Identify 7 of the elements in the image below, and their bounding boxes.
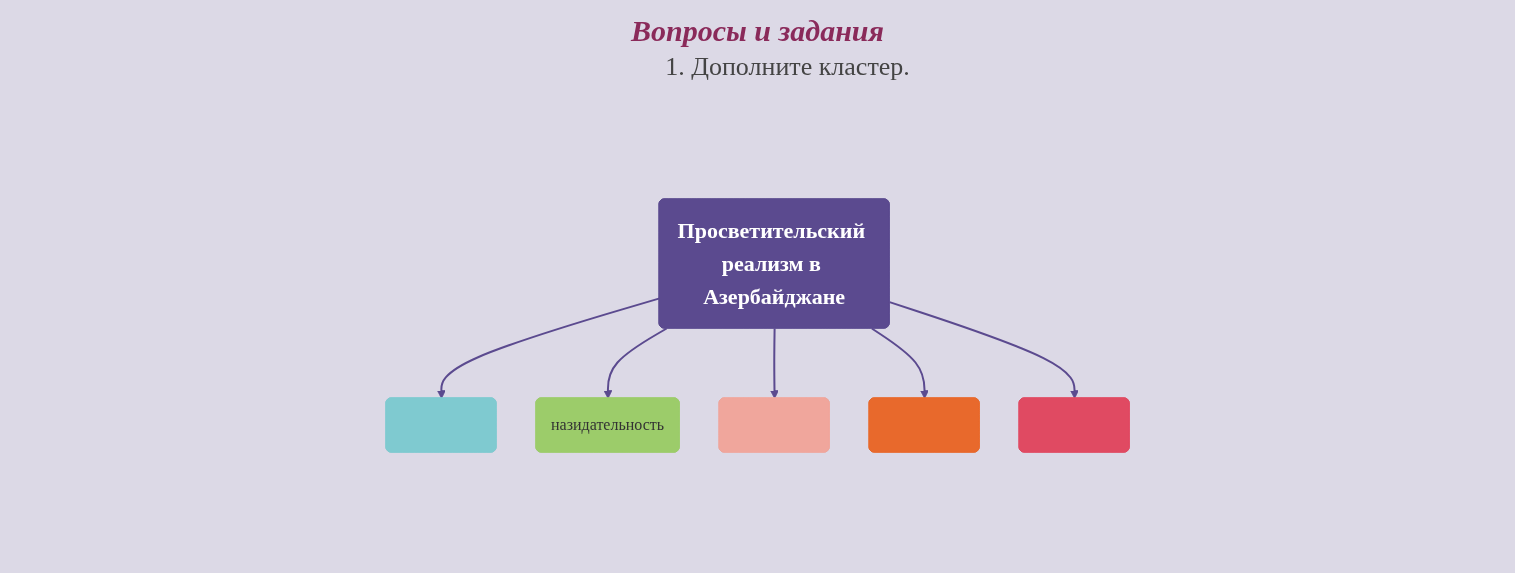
arrow bbox=[770, 327, 779, 399]
title: Вопросы и задания bbox=[631, 14, 884, 48]
arrow bbox=[870, 327, 929, 399]
arrow bbox=[888, 301, 1079, 399]
arrow bbox=[603, 327, 668, 399]
arrow bbox=[436, 297, 661, 399]
task-text: 1. Дополните кластер. bbox=[665, 52, 910, 82]
